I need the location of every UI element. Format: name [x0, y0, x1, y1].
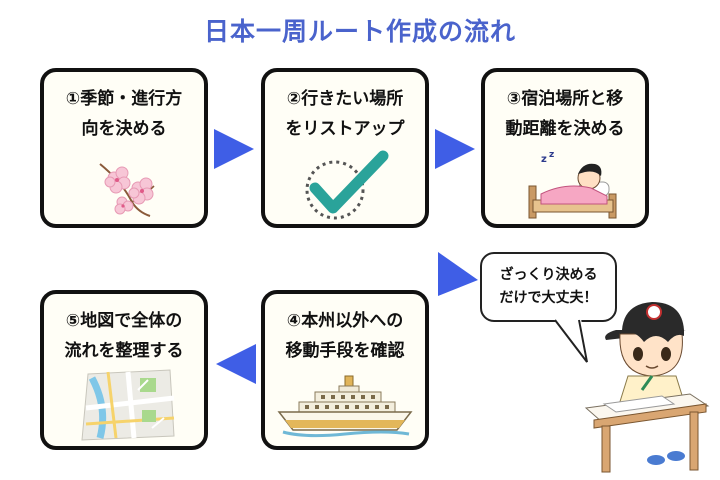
step-box-4: ④本州以外への 移動手段を確認 — [261, 290, 429, 450]
arrow-step3-to-step4 — [438, 252, 478, 296]
svg-text:z: z — [541, 154, 547, 165]
arrow-step2-to-step3 — [435, 129, 475, 169]
svg-text:z: z — [549, 150, 554, 160]
speech-bubble: ざっくり決める だけで大丈夫！ — [480, 252, 617, 322]
speech-bubble-text: ざっくり決める だけで大丈夫！ — [499, 267, 598, 306]
step-label-3: ③宿泊場所と移 動距離を決める — [505, 89, 625, 139]
ferry-ship-icon — [275, 372, 415, 442]
arrow-step4-to-step5 — [216, 344, 256, 384]
arrow-step1-to-step2 — [214, 129, 254, 169]
step-label-5: ⑤地図で全体の 流れを整理する — [64, 311, 184, 361]
speech-bubble-tail — [553, 318, 588, 363]
map-icon — [78, 368, 178, 442]
sleeping-person-icon: z z — [525, 146, 621, 222]
step-label-4: ④本州以外への 移動手段を確認 — [285, 311, 405, 361]
step-box-2: ②行きたい場所 をリストアップ — [261, 68, 429, 228]
checkmark-icon — [301, 150, 393, 224]
diagram-title: 日本一周ルート作成の流れ — [203, 17, 516, 46]
cherry-blossom-icon — [92, 156, 164, 220]
step-box-1: ①季節・進行方 向を決める — [40, 68, 208, 228]
step-box-3: ③宿泊場所と移 動距離を決める z z — [481, 68, 649, 228]
step-box-5: ⑤地図で全体の 流れを整理する — [40, 290, 208, 450]
boy-writing-at-desk-icon — [582, 290, 718, 476]
step-label-1: ①季節・進行方 向を決める — [65, 89, 183, 139]
step-label-2: ②行きたい場所 をリストアップ — [285, 89, 405, 139]
